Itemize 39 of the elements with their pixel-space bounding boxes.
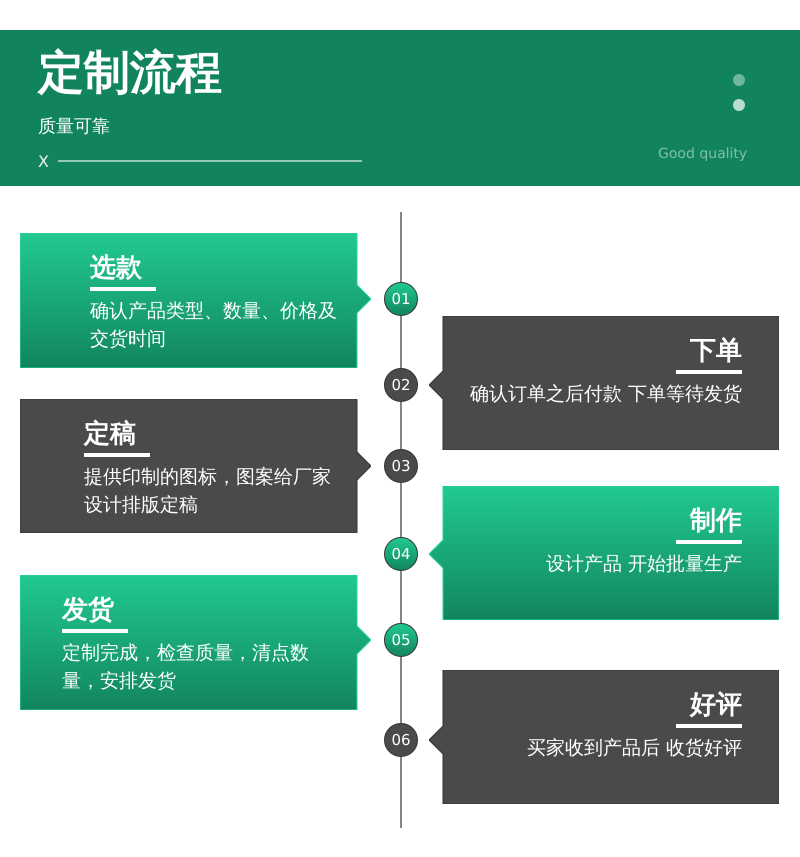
timeline-line xyxy=(400,571,402,623)
step-card xyxy=(429,486,779,620)
step-card xyxy=(20,575,371,710)
timeline-line xyxy=(400,402,402,449)
step-number-circle xyxy=(384,623,418,657)
step-number: 03 xyxy=(391,457,411,475)
step-title: 下单 xyxy=(676,334,742,374)
step-title: 选款 xyxy=(90,251,156,291)
step-description: 设计产品 开始批量生产 xyxy=(546,552,742,577)
step-description: 提供印制的图标，图案给厂家设计排版定稿 xyxy=(84,465,332,518)
step-card xyxy=(20,399,371,533)
marker-letter: X xyxy=(38,152,49,171)
step-number: 04 xyxy=(391,545,411,563)
step-number-circle xyxy=(384,537,418,571)
step-number-circle xyxy=(384,282,418,316)
tagline: Good quality xyxy=(658,146,748,162)
step-description: 确认订单之后付款 下单等待发货 xyxy=(470,382,742,407)
step-description: 买家收到产品后 收货好评 xyxy=(526,736,742,761)
subtitle: 质量可靠 xyxy=(38,115,110,138)
step-number: 01 xyxy=(391,290,411,308)
step-card xyxy=(20,233,371,368)
step-description: 定制完成，检查质量，清点数量，安排发货 xyxy=(62,641,310,694)
timeline-line xyxy=(400,316,402,368)
step-number: 06 xyxy=(391,731,411,749)
page-title: 定制流程 xyxy=(38,44,222,100)
step-description: 确认产品类型、数量、价格及交货时间 xyxy=(90,299,337,352)
step-card xyxy=(429,316,779,450)
step-title: 发货 xyxy=(62,593,128,633)
step-number-circle xyxy=(384,723,418,757)
step-title: 制作 xyxy=(676,504,742,544)
step-number-circle xyxy=(384,449,418,483)
step-number-circle xyxy=(384,368,418,402)
step-number: 05 xyxy=(391,631,411,649)
step-number: 02 xyxy=(391,376,411,394)
timeline-line xyxy=(400,483,402,537)
step-card xyxy=(429,670,779,804)
timeline-line xyxy=(400,657,402,723)
step-title: 定稿 xyxy=(84,417,150,457)
step-title: 好评 xyxy=(676,688,742,728)
